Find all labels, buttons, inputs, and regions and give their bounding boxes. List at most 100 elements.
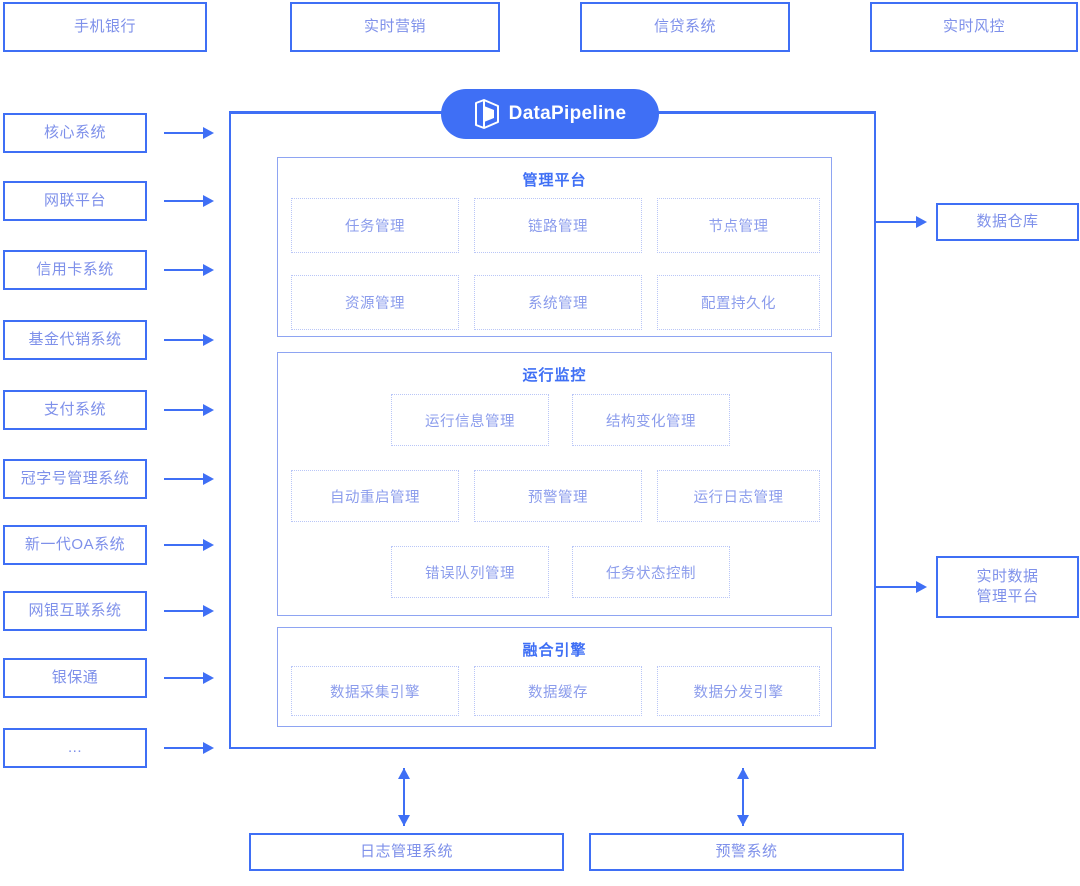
section-title-runtime-monitoring: 运行监控 <box>522 367 587 384</box>
output-arrow-warehouse <box>901 216 927 228</box>
left-source-label: 冠字号管理系统 <box>20 469 130 487</box>
left-source-label: 新一代OA系统 <box>24 535 126 553</box>
right-target-label-line1: 实时数据 <box>976 567 1039 585</box>
feature-box-link-management[interactable]: 链路管理 <box>474 198 642 253</box>
bottom-system-box-log-management[interactable]: 日志管理系统 <box>249 833 564 871</box>
arrow-shaft <box>403 768 405 826</box>
source-arrow-core-system <box>164 127 214 139</box>
arrow-shaft <box>164 269 204 271</box>
top-consumer-box-realtime-marketing[interactable]: 实时营销 <box>290 2 500 52</box>
feature-box-runtime-info-management[interactable]: 运行信息管理 <box>391 394 549 446</box>
left-source-box-credit-card-system[interactable]: 信用卡系统 <box>3 250 147 290</box>
arrow-head <box>203 605 214 617</box>
left-source-label: 信用卡系统 <box>36 260 114 278</box>
left-source-box-online-banking-interconnect-system[interactable]: 网银互联系统 <box>3 591 147 631</box>
right-target-label-line2: 管理平台 <box>976 588 1039 605</box>
arrow-shaft <box>164 339 204 341</box>
left-source-label: 基金代销系统 <box>28 330 122 348</box>
section-title-fusion-engine: 融合引擎 <box>522 642 587 659</box>
logo-text: DataPipeline <box>508 103 627 124</box>
output-connector-line-realtime-platform <box>876 586 916 588</box>
arrow-shaft <box>164 409 204 411</box>
left-source-box-core-system[interactable]: 核心系统 <box>3 113 147 153</box>
top-consumer-box-realtime-risk[interactable]: 实时风控 <box>870 2 1078 52</box>
source-arrow-more <box>164 742 214 754</box>
feature-box-task-state-control[interactable]: 任务状态控制 <box>572 546 730 598</box>
feature-box-resource-management[interactable]: 资源管理 <box>291 275 459 330</box>
left-source-box-serial-number-management-system[interactable]: 冠字号管理系统 <box>3 459 147 499</box>
source-arrow-payment-system <box>164 404 214 416</box>
source-arrow-online-banking-interconnect-system <box>164 605 214 617</box>
arrow-head <box>203 473 214 485</box>
arrow-head-down <box>398 815 410 826</box>
top-consumer-box-mobile-bank[interactable]: 手机银行 <box>3 2 207 52</box>
top-consumer-label: 手机银行 <box>73 17 136 35</box>
feature-box-alert-management[interactable]: 预警管理 <box>474 470 642 522</box>
arrow-head <box>203 195 214 207</box>
arrow-head-up <box>737 768 749 779</box>
source-arrow-serial-number-management-system <box>164 473 214 485</box>
left-source-box-bancassurance[interactable]: 银保通 <box>3 658 147 698</box>
left-source-label: 核心系统 <box>43 123 106 141</box>
feature-box-data-distribution-engine[interactable]: 数据分发引擎 <box>657 666 820 716</box>
left-source-box-next-gen-oa-system[interactable]: 新一代OA系统 <box>3 525 147 565</box>
container-top-line-left <box>229 111 444 113</box>
arrow-head <box>203 127 214 139</box>
left-source-box-payment-system[interactable]: 支付系统 <box>3 390 147 430</box>
section-runtime-monitoring: 运行监控 运行信息管理 结构变化管理 自动重启管理 预警管理 运行日志管理 错误… <box>277 352 832 616</box>
arrow-head-up <box>398 768 410 779</box>
arrow-shaft <box>164 747 204 749</box>
feature-box-system-management[interactable]: 系统管理 <box>474 275 642 330</box>
feature-box-schema-change-management[interactable]: 结构变化管理 <box>572 394 730 446</box>
bottom-system-label: 预警系统 <box>715 842 778 860</box>
arrow-head <box>916 216 927 228</box>
feature-box-data-cache[interactable]: 数据缓存 <box>474 666 642 716</box>
feature-box-node-management[interactable]: 节点管理 <box>657 198 820 253</box>
top-consumer-label: 实时营销 <box>363 17 426 35</box>
datapipeline-platform-container: 管理平台 任务管理 链路管理 节点管理 资源管理 系统管理 配置持久化 运行监控… <box>229 112 876 749</box>
bottom-system-label: 日志管理系统 <box>359 842 453 860</box>
left-source-box-netlink-platform[interactable]: 网联平台 <box>3 181 147 221</box>
section-fusion-engine: 融合引擎 数据采集引擎 数据缓存 数据分发引擎 <box>277 627 832 727</box>
output-connector-line-warehouse <box>876 221 916 223</box>
section-title-management-platform: 管理平台 <box>522 172 587 189</box>
arrow-head <box>203 539 214 551</box>
right-target-label: 数据仓库 <box>976 212 1039 230</box>
datapipeline-cube-icon <box>474 99 499 129</box>
left-source-label: 网联平台 <box>43 191 106 209</box>
left-source-box-fund-distribution-system[interactable]: 基金代销系统 <box>3 320 147 360</box>
container-top-line-right <box>656 111 876 113</box>
left-source-label: 银保通 <box>51 668 99 686</box>
top-consumer-box-credit-system[interactable]: 信贷系统 <box>580 2 790 52</box>
arrow-head <box>203 334 214 346</box>
arrow-shaft <box>901 586 917 588</box>
feature-box-error-queue-management[interactable]: 错误队列管理 <box>391 546 549 598</box>
section-management-platform: 管理平台 任务管理 链路管理 节点管理 资源管理 系统管理 配置持久化 <box>277 157 832 337</box>
left-source-label: 网银互联系统 <box>28 601 122 619</box>
arrow-head <box>203 264 214 276</box>
output-arrow-realtime-platform <box>901 581 927 593</box>
arrow-shaft <box>164 200 204 202</box>
source-arrow-fund-distribution-system <box>164 334 214 346</box>
top-consumer-label: 信贷系统 <box>653 17 716 35</box>
arrow-shaft <box>164 610 204 612</box>
feature-box-auto-restart-management[interactable]: 自动重启管理 <box>291 470 459 522</box>
arrow-shaft <box>742 768 744 826</box>
arrow-shaft <box>901 221 917 223</box>
right-target-box-data-warehouse[interactable]: 数据仓库 <box>936 203 1079 241</box>
left-source-label: 支付系统 <box>43 400 106 418</box>
arrow-shaft <box>164 677 204 679</box>
feature-box-runtime-log-management[interactable]: 运行日志管理 <box>657 470 820 522</box>
bottom-system-box-alert[interactable]: 预警系统 <box>589 833 904 871</box>
arrow-shaft <box>164 544 204 546</box>
feature-box-task-management[interactable]: 任务管理 <box>291 198 459 253</box>
feature-box-data-collection-engine[interactable]: 数据采集引擎 <box>291 666 459 716</box>
bidirectional-arrow-alert-system <box>737 768 749 826</box>
datapipeline-logo: DataPipeline <box>441 89 659 139</box>
arrow-head <box>916 581 927 593</box>
left-source-box-more[interactable]: ... <box>3 728 147 768</box>
right-target-box-realtime-data-platform[interactable]: 实时数据 管理平台 <box>936 556 1079 618</box>
arrow-head <box>203 742 214 754</box>
arrow-head <box>203 404 214 416</box>
feature-box-config-persistence[interactable]: 配置持久化 <box>657 275 820 330</box>
